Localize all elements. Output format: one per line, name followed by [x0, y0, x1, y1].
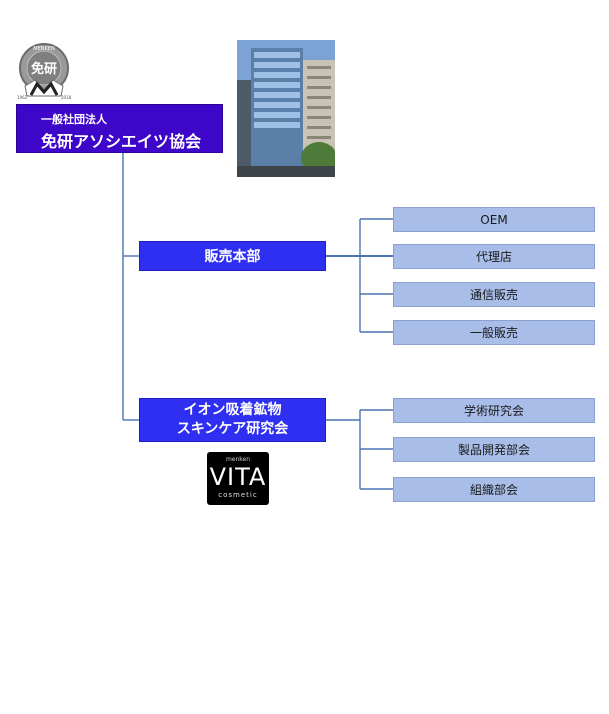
- dept-research-title-line1: イオン吸着鉱物: [183, 402, 282, 418]
- menken-seal-logo: 免研 MENKEN 1962 2018: [11, 40, 77, 102]
- sub-mail-order: 通信販売: [393, 282, 595, 307]
- sub-oem-label: OEM: [480, 212, 508, 227]
- vita-bottom-text: cosmetic: [218, 491, 258, 499]
- sub-academic-research: 学術研究会: [393, 398, 595, 423]
- logo-ring-text: MENKEN: [33, 46, 55, 52]
- logo-year-right: 2018: [61, 95, 72, 100]
- sub-general-sales: 一般販売: [393, 320, 595, 345]
- sub-product-development: 製品開発部会: [393, 437, 595, 462]
- dept-sales-title: 販売本部: [204, 249, 261, 265]
- root-org-name: 免研アソシエイツ協会: [41, 132, 202, 151]
- logo-year-left: 1962: [17, 95, 28, 100]
- sub-mail-order-label: 通信販売: [469, 288, 518, 302]
- sub-academic-research-label: 学術研究会: [463, 404, 524, 418]
- sub-agency-label: 代理店: [475, 250, 512, 264]
- dept-research-title-line2: スキンケア研究会: [176, 421, 289, 437]
- sub-agency: 代理店: [393, 244, 595, 269]
- sub-oem: OEM: [393, 207, 595, 232]
- vita-cosmetic-logo: menken VITA cosmetic: [207, 452, 269, 505]
- root-org-type: 一般社団法人: [41, 113, 107, 126]
- vita-main-text: VITA: [209, 463, 267, 491]
- sub-organization-label: 組織部会: [469, 483, 518, 497]
- dept-research-box: イオン吸着鉱物 スキンケア研究会: [139, 398, 326, 442]
- logo-center-text: 免研: [30, 62, 57, 77]
- vita-top-text: menken: [225, 456, 251, 463]
- sub-organization: 組織部会: [393, 477, 595, 502]
- building-photo: [237, 40, 335, 177]
- sub-general-sales-label: 一般販売: [469, 326, 518, 340]
- sub-product-development-label: 製品開発部会: [457, 443, 530, 457]
- root-organization-box: 一般社団法人 免研アソシエイツ協会: [16, 104, 223, 153]
- dept-sales-box: 販売本部: [139, 241, 326, 271]
